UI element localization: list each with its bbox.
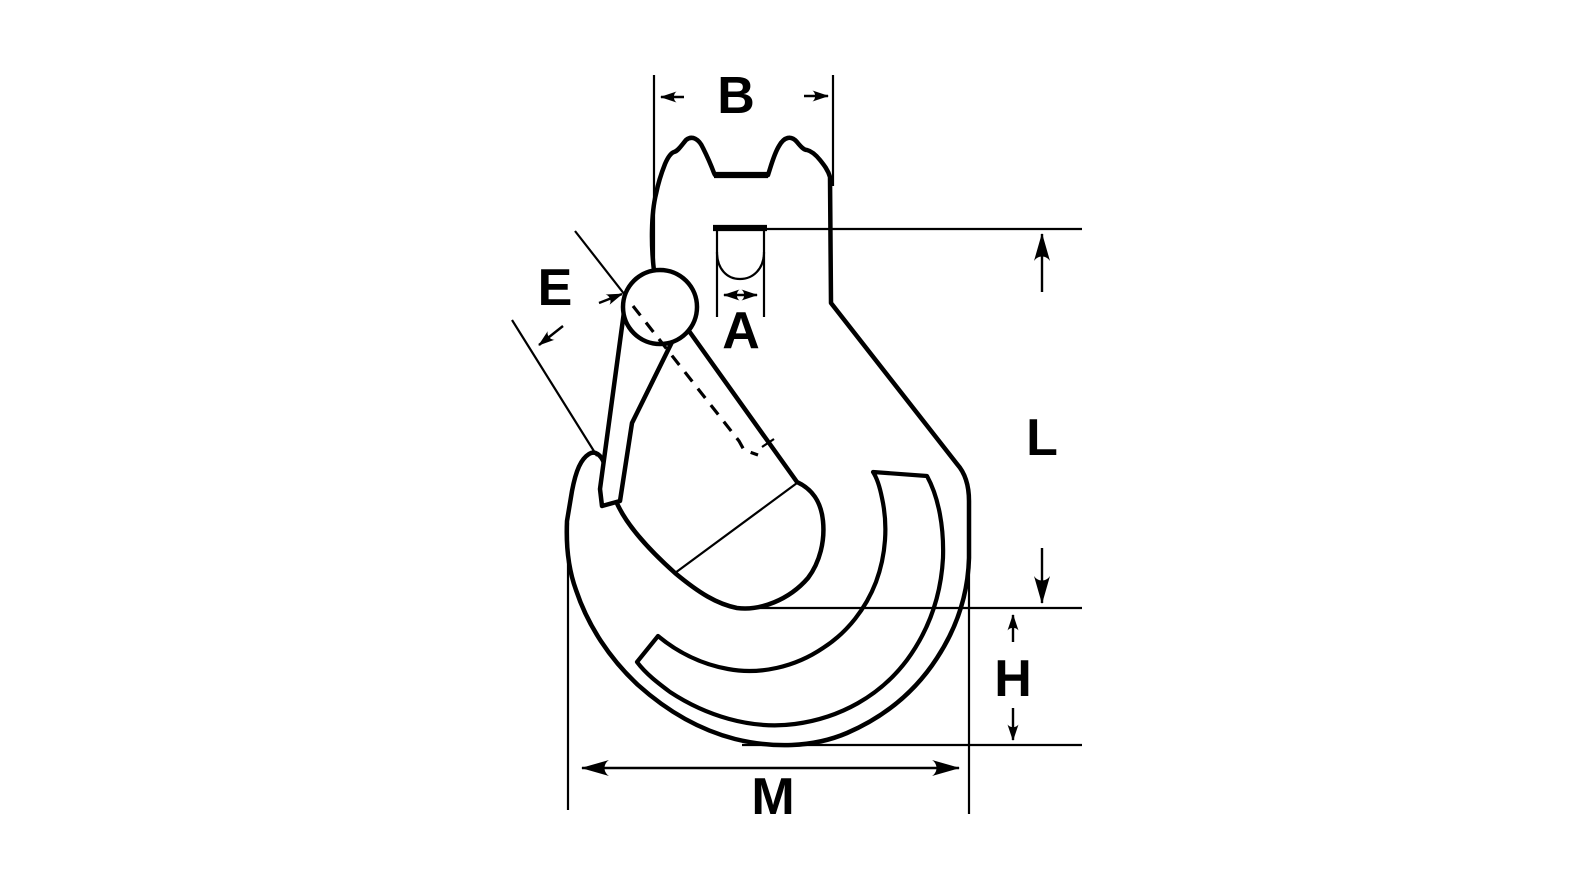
- dim-label-h: H: [994, 650, 1032, 708]
- dim-e-ext-lower: [511, 319, 598, 457]
- dim-e-arrow-lower: [538, 325, 564, 346]
- hook-outline: [564, 135, 972, 748]
- pin-hole-bottom: [715, 251, 766, 281]
- dim-label-e: E: [538, 259, 573, 317]
- dim-e-ext-upper: [574, 230, 626, 296]
- hook-face-groove: [634, 469, 946, 728]
- latch-hidden-edge: [631, 305, 759, 457]
- dim-e-arrow-upper: [598, 292, 623, 305]
- throat-tick: [761, 438, 775, 448]
- section-line: [674, 482, 798, 574]
- dim-label-b: B: [717, 67, 755, 125]
- dimension-annotations: B A E L H: [511, 67, 1082, 826]
- latch-pivot-circle: [620, 267, 700, 347]
- safety-latch: [597, 296, 675, 509]
- dim-label-m: M: [751, 768, 794, 826]
- dim-label-a: A: [722, 302, 760, 360]
- dim-label-l: L: [1026, 409, 1058, 467]
